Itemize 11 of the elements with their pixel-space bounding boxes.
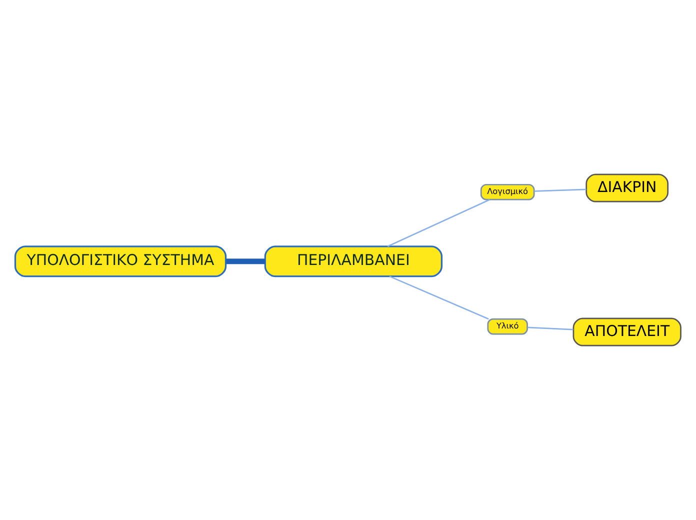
connector <box>226 258 265 264</box>
node-box: ΔΙΑΚΡΙΝ <box>586 174 669 202</box>
node-box: ΑΠΟΤΕΛΕΙΤ <box>572 318 682 346</box>
node-box: Υλικό <box>487 318 528 335</box>
node-box: ΠΕΡΙΛΑΜΒΑΝΕΙ <box>264 246 443 278</box>
node-box: ΥΠΟΛΟΓΙΣΤΙΚΟ ΣΥΣΤΗΜΑ <box>14 246 227 278</box>
connector <box>387 199 490 247</box>
connector <box>528 326 574 330</box>
node-box: Λογισμικό <box>480 184 535 200</box>
connector <box>534 188 586 192</box>
connector <box>389 276 489 320</box>
